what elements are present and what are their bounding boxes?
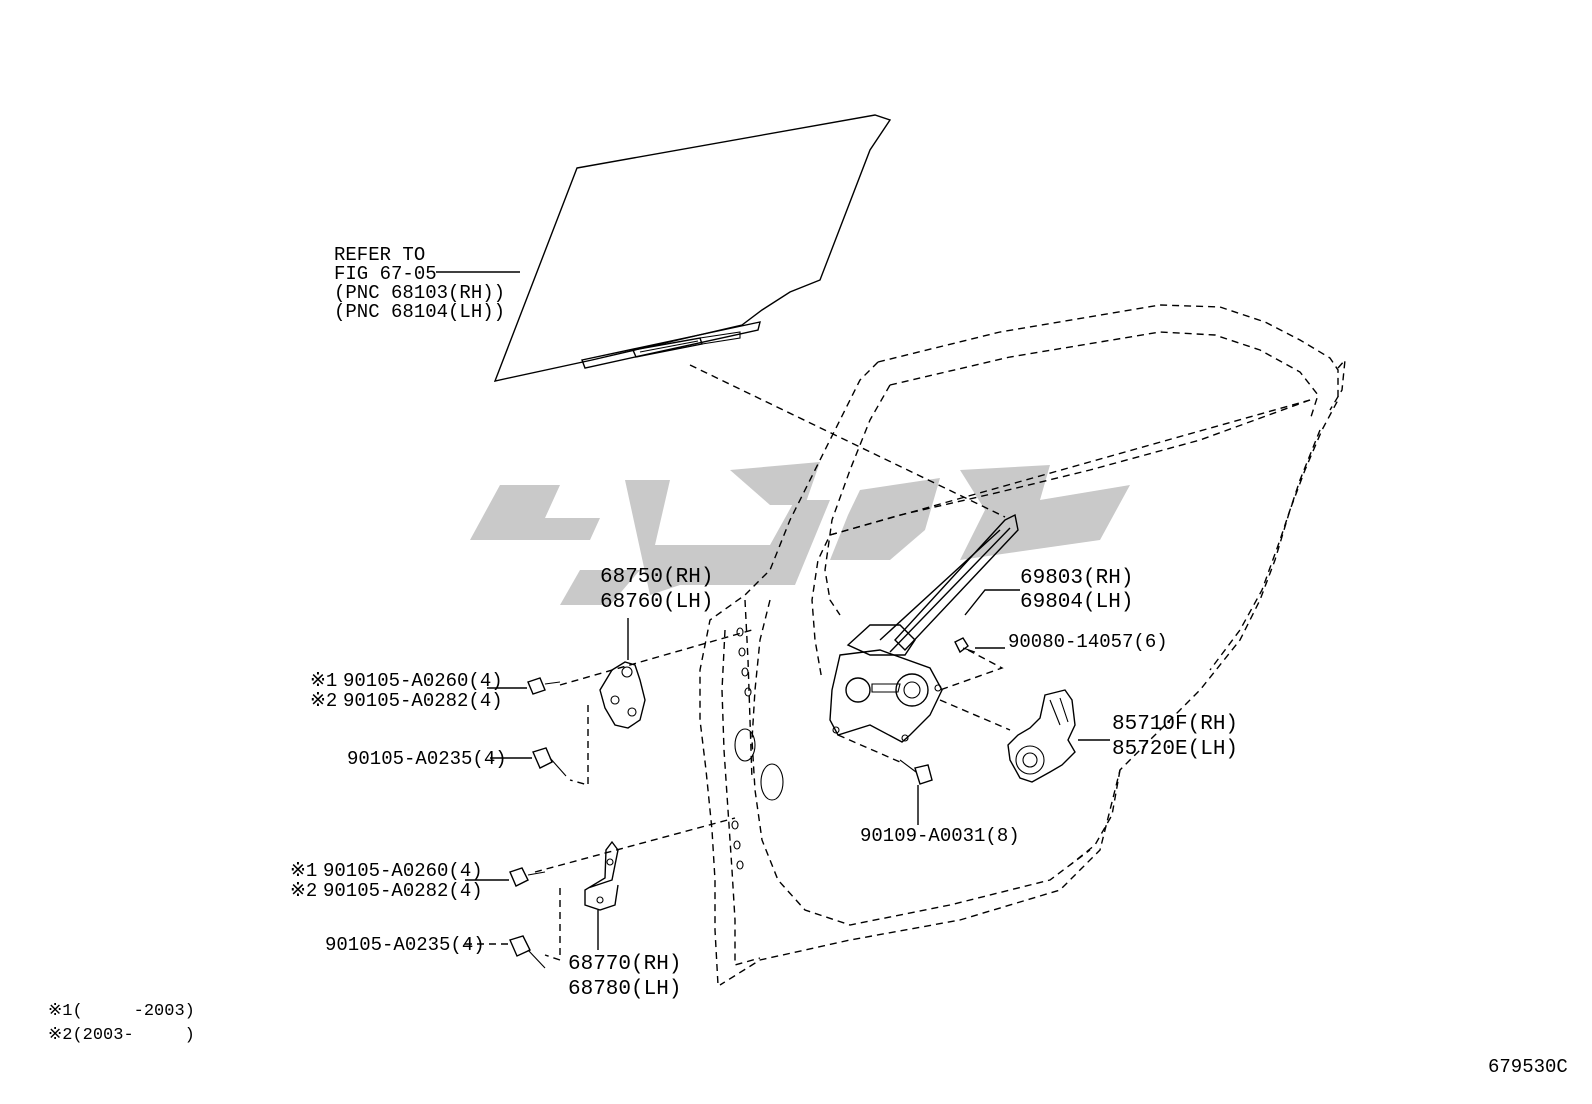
window-regulator — [829, 513, 1019, 743]
glass-ref-line-1: REFER TO — [334, 244, 426, 266]
diagram-id: 679530C — [1488, 1056, 1568, 1078]
upper-bolt-2-part: 90105-A0282(4) — [343, 690, 503, 712]
glass-ref-line-2: FIG 67-05 — [334, 263, 437, 285]
upper-hinge-label-lh: 68760(LH) — [600, 591, 714, 614]
regulator-label-rh: 69803(RH) — [1020, 567, 1134, 590]
footnote-2: ※2(2003- ) — [48, 1026, 195, 1045]
lower-bolt-3-part: 90105-A0235(4) — [325, 934, 485, 956]
lower-hinge-bolt-2 — [509, 935, 546, 969]
glass-ref-line-3: (PNC 68103(RH)) — [334, 282, 506, 304]
door-frame — [699, 304, 1346, 986]
motor-label-rh: 85710F(RH) — [1112, 713, 1239, 736]
motor-label-lh: 85720E(LH) — [1112, 738, 1239, 761]
upper-bolt-1-mark: ※1 — [310, 670, 338, 692]
window-motor — [1007, 689, 1076, 783]
glass-ref-line-4: (PNC 68104(LH)) — [334, 301, 506, 323]
regulator-label-lh: 69804(LH) — [1020, 591, 1134, 614]
lower-bolt-1-mark: ※1 — [290, 860, 318, 882]
lower-hinge-label-lh: 68780(LH) — [568, 978, 682, 1001]
upper-bolt-3-part: 90105-A0235(4) — [347, 748, 507, 770]
lower-hinge — [584, 840, 619, 911]
motor-screw — [899, 759, 933, 785]
lower-hinge-bolt — [509, 867, 546, 887]
lower-hinge-label-rh: 68770(RH) — [568, 953, 682, 976]
upper-bolt-1-part: 90105-A0260(4) — [343, 670, 503, 692]
lower-bolt-1-part: 90105-A0260(4) — [323, 860, 483, 882]
upper-hinge-bolt-2 — [532, 747, 567, 777]
regulator-bolt — [954, 637, 976, 654]
door-glass — [493, 114, 892, 382]
upper-hinge-label-rh: 68750(RH) — [600, 566, 714, 589]
footnote-1: ※1( -2003) — [48, 1002, 195, 1021]
lower-bolt-2-mark: ※2 — [290, 880, 318, 902]
upper-hinge-bolt — [527, 677, 561, 695]
lower-bolt-2-part: 90105-A0282(4) — [323, 880, 483, 902]
regulator-bolt-label: 90080-14057(6) — [1008, 631, 1168, 653]
motor-screw-label: 90109-A0031(8) — [860, 825, 1020, 847]
upper-bolt-2-mark: ※2 — [310, 690, 338, 712]
